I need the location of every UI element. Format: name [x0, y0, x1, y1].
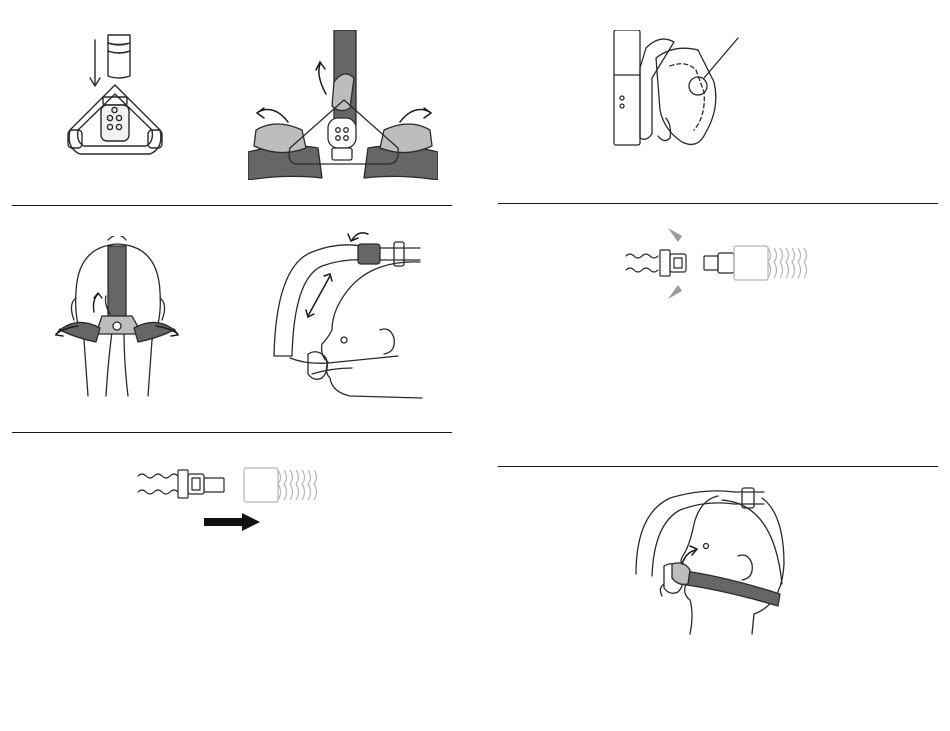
head-front-straps-icon: [50, 236, 185, 401]
head-side-fitted-icon: [634, 484, 794, 640]
divider-right-1: [498, 203, 938, 204]
divider-right-2: [498, 466, 938, 467]
mask-headgear-attach-icon: [248, 30, 438, 180]
tube-connect-icon: [136, 462, 326, 532]
divider-left-2: [12, 432, 452, 433]
cushion-detail-icon: [610, 30, 750, 150]
quick-release-squeeze-icon: [624, 226, 824, 301]
mask-frame-elbow-icon: [60, 30, 170, 165]
head-side-tube-icon: [272, 226, 432, 406]
divider-left-1: [12, 205, 452, 206]
